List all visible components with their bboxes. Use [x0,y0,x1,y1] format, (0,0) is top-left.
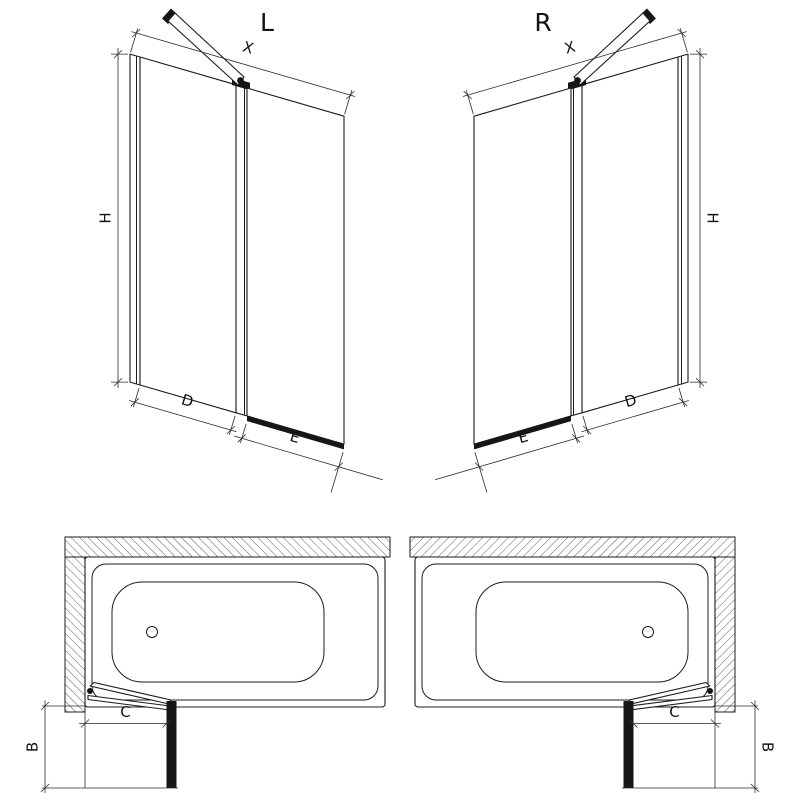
labels: L R X H D E X H D E C B C B [24,8,777,752]
variant-title-left: L [260,8,274,37]
dim-label-b-left: B [24,742,42,752]
plan-left-variant [40,536,391,794]
dim-label-x-right: X [562,38,577,58]
variant-title-right: R [534,8,551,37]
dim-label-h-left: H [97,212,115,223]
plan-right-variant [409,536,760,794]
dim-label-c-right: C [669,703,679,721]
dim-label-c-left: C [120,703,130,721]
dim-label-b-right: B [759,742,777,752]
dim-label-h-right: H [704,212,722,223]
elevation-right-variant [434,7,708,494]
dim-label-d-left: D [179,391,195,412]
elevation-left-variant [110,7,384,494]
dim-label-x-left: X [241,38,256,58]
dim-label-d-right: D [623,391,639,412]
